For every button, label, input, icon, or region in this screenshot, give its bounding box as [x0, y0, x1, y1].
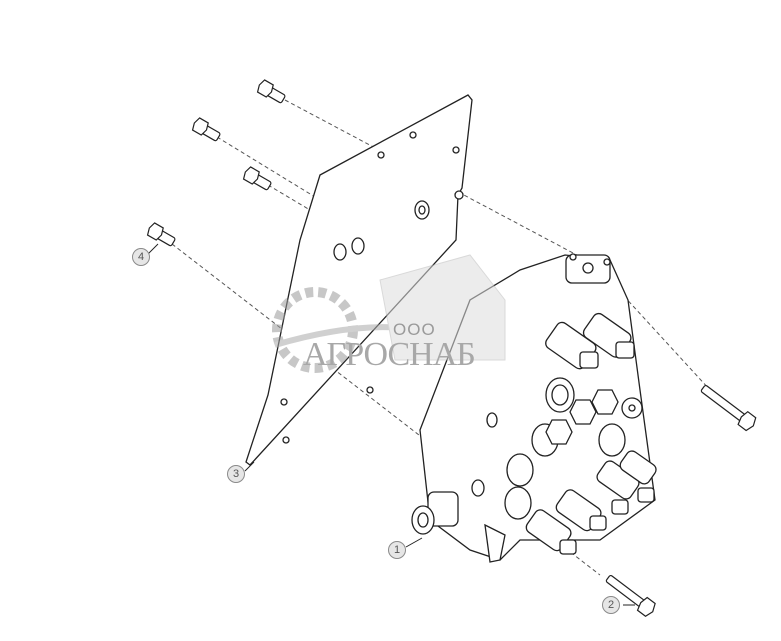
leader-lines	[147, 243, 635, 606]
watermark-name: АГРОСНАБ	[303, 336, 476, 373]
callout-3[interactable]: 3	[227, 465, 245, 483]
watermark-logo	[272, 254, 506, 373]
watermark-prefix: ООО	[393, 320, 436, 339]
long-bolts	[605, 385, 757, 618]
callout-1[interactable]: 1	[388, 541, 406, 559]
valve-block	[411, 253, 657, 563]
callout-2[interactable]: 2	[602, 596, 620, 614]
callout-4[interactable]: 4	[132, 248, 150, 266]
short-bolts	[146, 79, 286, 247]
